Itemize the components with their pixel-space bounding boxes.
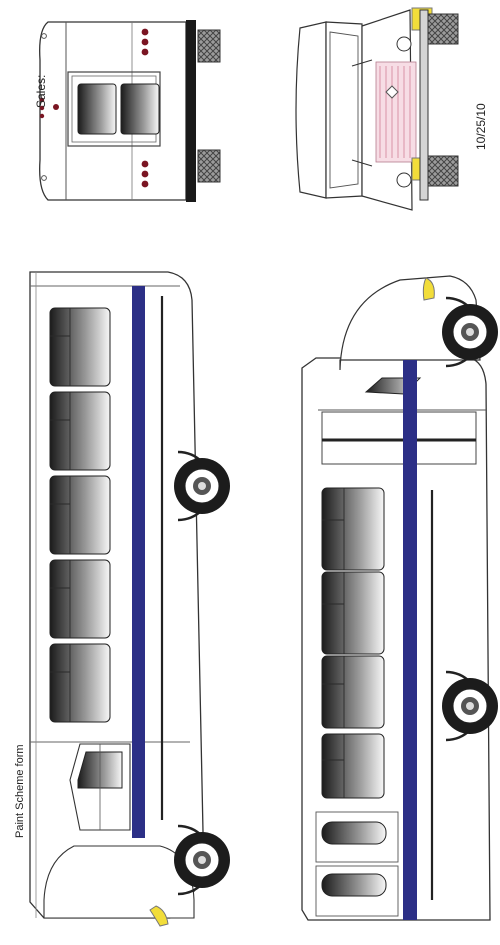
left-window-1	[49, 307, 111, 387]
left-window-5	[49, 643, 111, 723]
right-compartment-panel	[315, 865, 399, 917]
rear-reflector	[41, 175, 47, 181]
rear-view	[39, 20, 221, 202]
front-roof	[295, 21, 327, 199]
front-grille-bars	[379, 66, 411, 158]
right-window-dividers	[322, 488, 345, 798]
left-rear-wheel	[174, 450, 230, 522]
rear-bumper	[186, 20, 196, 202]
front-windshield	[329, 31, 359, 189]
left-blue-stripe	[132, 286, 145, 838]
rear-marker-lights	[39, 28, 149, 188]
right-compartment-window	[321, 873, 387, 897]
right-storage-compartments	[315, 811, 399, 917]
right-compartment-window	[321, 821, 387, 845]
wiper	[351, 59, 373, 67]
rear-reflector	[41, 33, 47, 39]
rear-window-right	[120, 83, 160, 135]
rear-window-left	[77, 83, 117, 135]
right-side-view	[301, 275, 498, 921]
right-rear-wheel	[442, 670, 498, 742]
left-window-4	[49, 559, 111, 639]
right-window-1	[321, 487, 385, 571]
front-emblem	[385, 85, 399, 99]
form-title: Paint Scheme form	[14, 744, 26, 838]
right-front-panel	[321, 411, 477, 465]
front-tire-top	[427, 13, 459, 45]
right-front-wheel	[442, 296, 498, 368]
front-grille	[375, 61, 417, 163]
front-headlight-bottom	[396, 172, 412, 188]
date-label: 10/25/10	[474, 103, 488, 150]
right-window-4	[321, 733, 385, 799]
right-passenger-windows	[321, 487, 385, 799]
front-view	[295, 7, 459, 211]
rear-tire-top	[197, 29, 221, 63]
rear-tire-bottom	[197, 149, 221, 183]
wiper	[351, 159, 373, 167]
left-window-dividers	[50, 308, 71, 722]
front-tire-bottom	[427, 155, 459, 187]
left-window-3	[49, 475, 111, 555]
rear-door-frame	[67, 71, 161, 147]
left-side-view	[29, 271, 230, 927]
right-headlight	[422, 277, 435, 301]
right-window-2	[321, 571, 385, 655]
left-window-2	[49, 391, 111, 471]
left-passenger-windows	[49, 307, 111, 723]
sales-label: Sales:	[34, 74, 48, 108]
left-front-wheel	[174, 824, 230, 896]
front-headlight-top	[396, 36, 412, 52]
right-blue-stripe	[403, 360, 417, 920]
right-window-3	[321, 655, 385, 729]
left-hood	[43, 845, 195, 919]
right-hood	[339, 275, 481, 371]
front-bumper	[419, 9, 429, 201]
right-compartment-panel	[315, 811, 399, 863]
left-headlight	[149, 905, 169, 927]
